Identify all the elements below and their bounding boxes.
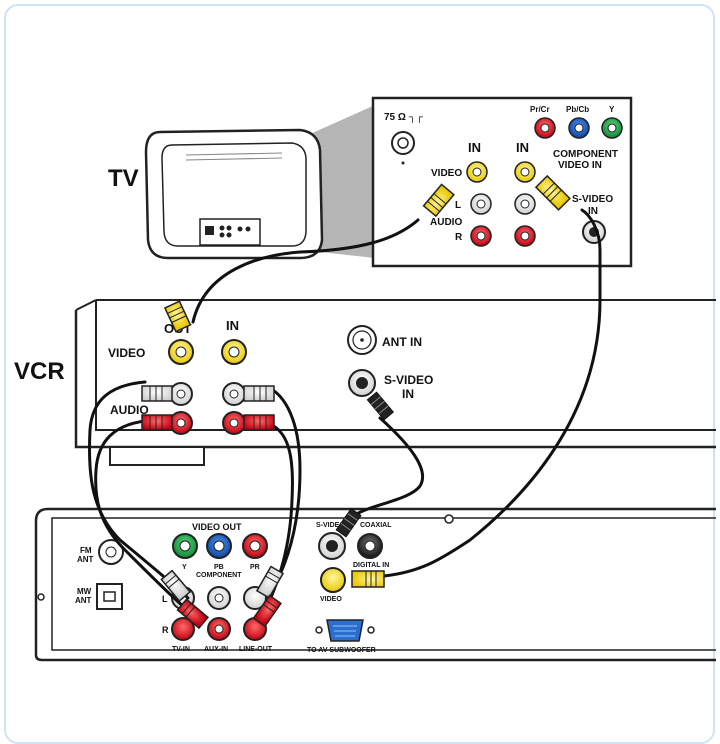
cables bbox=[87, 208, 602, 622]
rec-mw-ant-label: ANT bbox=[75, 596, 92, 605]
plug-audio-vcr-out-r bbox=[141, 414, 173, 431]
rec-pr-label: PR bbox=[250, 564, 260, 571]
plug-svideo-rec bbox=[335, 507, 362, 538]
rec-coaxial-label: COAXIAL bbox=[360, 522, 392, 529]
rec-pb-label: PB bbox=[214, 564, 224, 571]
cable-audio-l-in bbox=[268, 386, 302, 596]
cable-audio-r-out bbox=[94, 419, 202, 622]
tv-svideo-in-label: IN bbox=[588, 206, 598, 217]
tv-component-label: COMPONENT bbox=[553, 149, 618, 160]
rec-video-label: VIDEO bbox=[320, 596, 342, 603]
tv-label: TV bbox=[108, 165, 139, 192]
vcr-audio-label: AUDIO bbox=[110, 403, 149, 417]
rec-component-label: COMPONENT bbox=[196, 572, 242, 579]
tv-r-label: R bbox=[455, 232, 463, 243]
tv-connector-panel bbox=[371, 96, 633, 268]
cable-audio-r-in bbox=[260, 423, 294, 620]
rec-fm-ant-label: ANT bbox=[77, 555, 94, 564]
rec-tv-in-r-jack bbox=[171, 617, 195, 641]
plug-audio-rec-tvin-r bbox=[176, 598, 210, 630]
rec-aux-in-label: AUX-IN bbox=[204, 646, 228, 653]
plug-audio-rec-lineout-l bbox=[255, 565, 285, 599]
plug-audio-vcr-in-l bbox=[243, 385, 275, 402]
vcr-in-label: IN bbox=[226, 318, 239, 333]
plug-svideo-vcr bbox=[366, 391, 395, 421]
rec-digital-in-label: DIGITAL IN bbox=[353, 562, 389, 569]
tv-l-label: L bbox=[455, 200, 461, 211]
tv-pr-label: Pr/Cr bbox=[530, 105, 550, 114]
vcr-video-label: VIDEO bbox=[108, 346, 145, 360]
cable-svideo-vcr-rec bbox=[353, 416, 425, 517]
cable-audio-l-out bbox=[87, 380, 190, 600]
tv-audio-label: AUDIO bbox=[430, 217, 462, 228]
tv-y-label: Y bbox=[609, 105, 615, 114]
rec-line-out-label: LINE-OUT bbox=[239, 646, 273, 653]
rec-video-jack bbox=[320, 567, 346, 593]
plug-video-tv-right bbox=[534, 174, 571, 211]
plug-audio-rec-tvin-l bbox=[160, 569, 192, 603]
rec-mw-label: MW bbox=[77, 587, 92, 596]
vcr-svideo-in-label: IN bbox=[402, 387, 414, 401]
plug-video-vcr bbox=[163, 300, 192, 333]
rec-subwoofer-label: TO AV SUBWOOFER bbox=[307, 647, 376, 654]
rec-svideo-label: S-VIDEO bbox=[316, 522, 345, 529]
tv-svideo-label: S-VIDEO bbox=[572, 194, 613, 205]
tv-ohm-label: 75 Ω ┐┌ bbox=[384, 112, 424, 123]
cable-video-vcr-tv bbox=[191, 218, 420, 324]
rec-y-label: Y bbox=[182, 564, 187, 571]
tv-set bbox=[144, 105, 375, 260]
tv-video-label: VIDEO bbox=[431, 168, 462, 179]
tv-in-label-1: IN bbox=[468, 140, 481, 155]
plug-video-rec bbox=[351, 570, 385, 588]
vcr-ant-in-label: ANT IN bbox=[382, 335, 422, 349]
cable-video-rec-tv bbox=[382, 208, 602, 578]
rec-video-out-label: VIDEO OUT bbox=[192, 522, 242, 532]
tv-pb-label: Pb/Cb bbox=[566, 105, 589, 114]
rec-tv-in-label: TV-IN bbox=[172, 646, 190, 653]
tv-component-video-in-label: VIDEO IN bbox=[558, 160, 602, 171]
plug-audio-rec-lineout-r bbox=[252, 594, 282, 628]
plug-audio-vcr-out-l bbox=[141, 385, 173, 402]
vcr-label: VCR bbox=[14, 358, 65, 385]
plug-video-tv-left bbox=[422, 183, 455, 218]
rec-fm-label: FM bbox=[80, 546, 92, 555]
vcr-svideo-label: S-VIDEO bbox=[384, 373, 433, 387]
plug-audio-vcr-in-r bbox=[243, 414, 275, 431]
rec-r-label: R bbox=[162, 625, 169, 635]
rec-l-label: L bbox=[162, 594, 168, 604]
vcr-unit bbox=[74, 299, 716, 466]
tv-in-label-2: IN bbox=[516, 140, 529, 155]
